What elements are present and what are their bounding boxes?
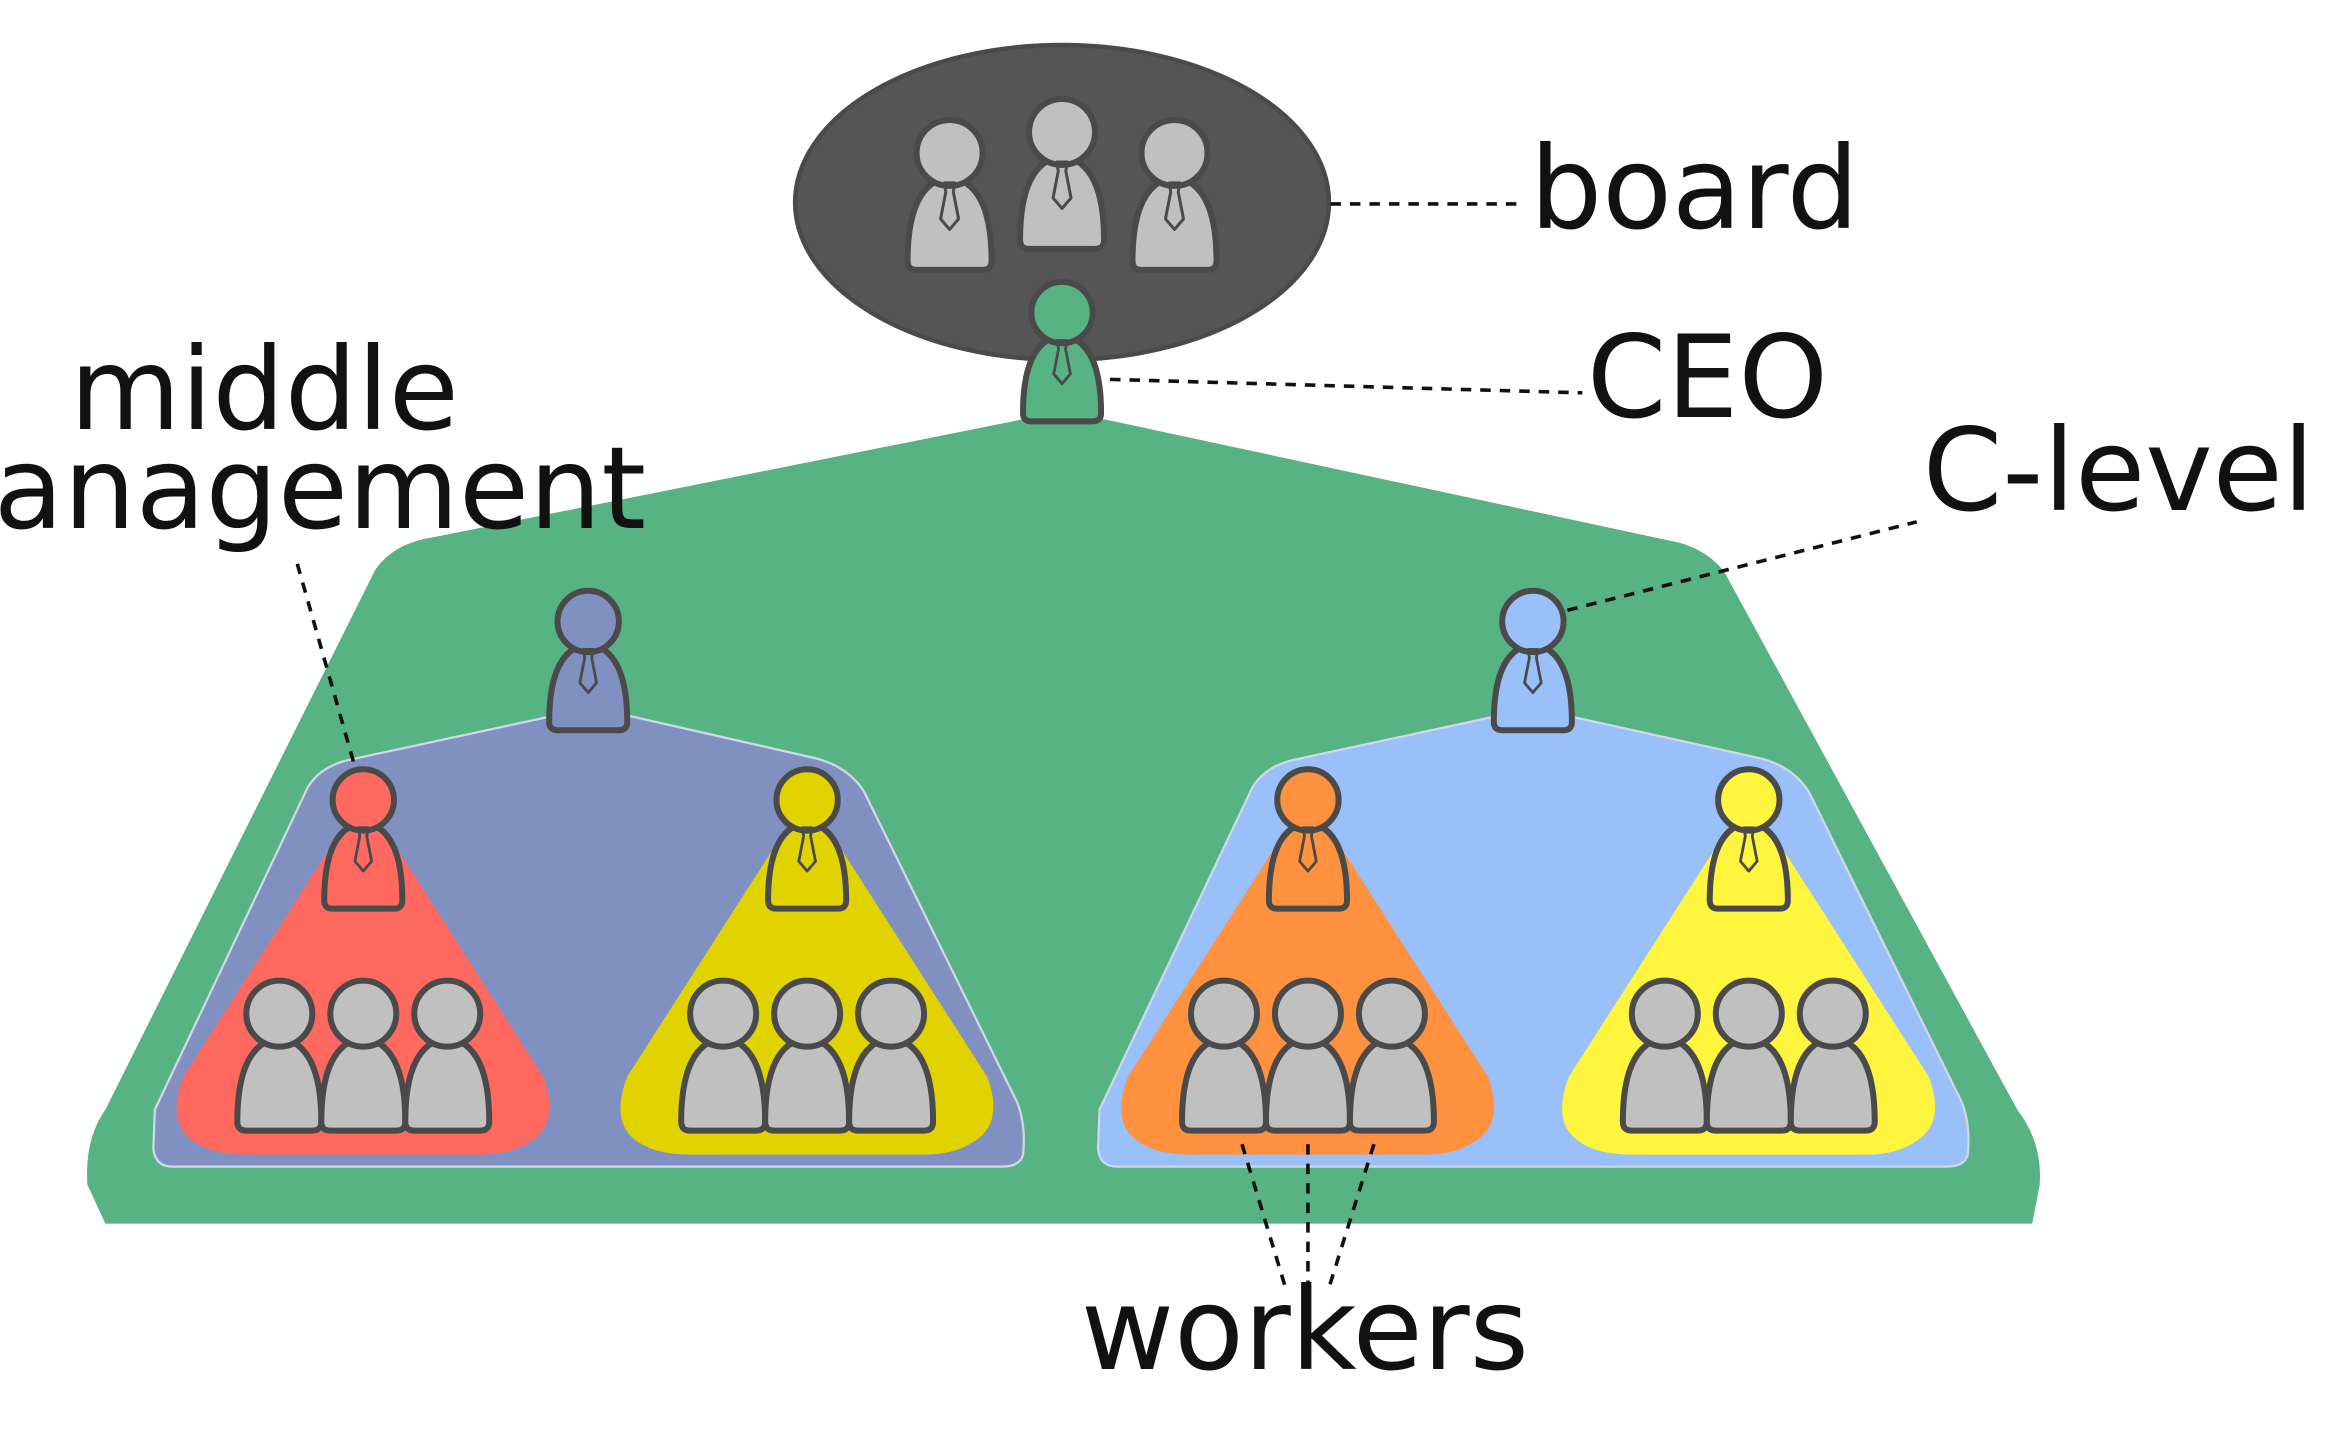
- c-level-label: C-level: [1923, 404, 2315, 537]
- ceo-leader-line: [1109, 377, 1583, 395]
- middle-manager-icon: [1706, 766, 1791, 912]
- people-layer: [234, 95, 1878, 1134]
- middle-manager-icon: [765, 766, 850, 912]
- middle-management-leader-line: [295, 563, 357, 766]
- c-level-left-icon: [546, 587, 631, 734]
- tie-icon: [1298, 826, 1318, 873]
- middle-management-label-line1: middle: [70, 323, 459, 456]
- tie-icon: [1052, 339, 1072, 386]
- worker-icon: [1619, 977, 1710, 1134]
- worker-icon: [234, 977, 325, 1134]
- worker-icon: [678, 977, 769, 1134]
- board-member-icon: [904, 116, 995, 273]
- board-member-icon: [1017, 95, 1108, 252]
- ceo-icon: [1019, 278, 1105, 425]
- tie-icon: [1523, 647, 1543, 694]
- board-label: board: [1530, 122, 1859, 255]
- tie-icon: [1051, 160, 1073, 210]
- board-member-icon: [1129, 116, 1220, 273]
- middle-manager-icon: [321, 766, 406, 912]
- tie-icon: [1739, 826, 1759, 873]
- workers-label: workers: [1081, 1263, 1529, 1396]
- c-level-leader-line: [1566, 520, 1918, 613]
- tie-icon: [939, 181, 961, 231]
- worker-icon: [1346, 977, 1437, 1134]
- worker-icon: [318, 977, 409, 1134]
- tie-icon: [578, 647, 598, 694]
- worker-icon: [846, 977, 937, 1134]
- middle-management-label-line2: management: [0, 422, 646, 555]
- c-level-right-icon: [1490, 587, 1575, 734]
- worker-icon: [1262, 977, 1353, 1134]
- ceo-label: CEO: [1587, 311, 1828, 444]
- worker-icon: [1787, 977, 1878, 1134]
- middle-manager-icon: [1265, 766, 1350, 912]
- worker-icon: [1703, 977, 1794, 1134]
- tie-icon: [797, 826, 817, 873]
- worker-icon: [762, 977, 853, 1134]
- workers-leader-line-1: [1240, 1143, 1289, 1294]
- worker-icon: [1178, 977, 1269, 1134]
- workers-leader-line-3: [1325, 1143, 1376, 1294]
- tie-icon: [353, 826, 374, 873]
- tie-icon: [1164, 181, 1185, 231]
- worker-icon: [402, 977, 493, 1134]
